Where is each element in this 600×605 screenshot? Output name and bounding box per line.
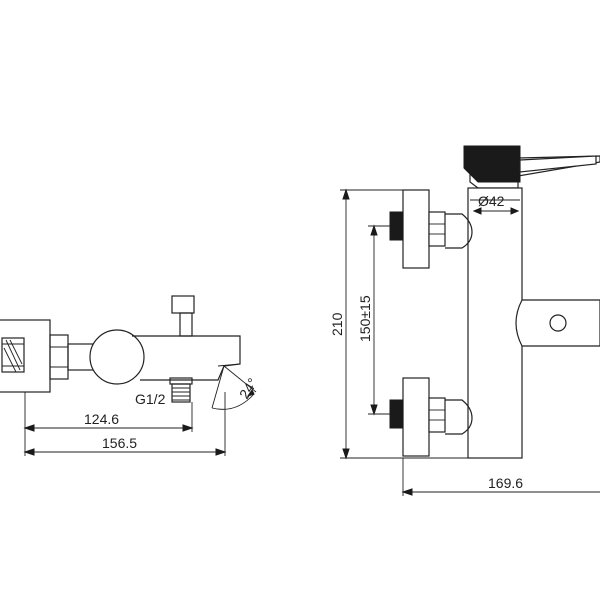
front-lower-inlet bbox=[389, 377, 473, 457]
dim-height-label: 210 bbox=[329, 312, 345, 336]
dim-inlet-centres bbox=[370, 224, 378, 416]
dim-spout-reach bbox=[23, 424, 194, 432]
angle-dimension bbox=[211, 365, 257, 410]
dim-overall-width-label: 169.6 bbox=[488, 475, 523, 491]
side-diverter-stem bbox=[179, 312, 193, 337]
dim-overall-depth bbox=[23, 448, 227, 456]
side-wall-connector bbox=[1, 337, 25, 373]
side-hose-outlet bbox=[169, 377, 193, 403]
dim-spout-reach-label: 124.6 bbox=[84, 411, 119, 427]
front-spout bbox=[515, 299, 600, 347]
thread-size-label: G1/2 bbox=[135, 391, 166, 407]
side-mixer-body bbox=[89, 329, 145, 385]
front-lever-handle bbox=[463, 145, 600, 189]
side-spout bbox=[132, 335, 241, 381]
dim-overall-depth-label: 156.5 bbox=[102, 435, 137, 451]
dim-inlet-centres-label: 150±15 bbox=[357, 295, 373, 342]
front-upper-inlet bbox=[389, 189, 473, 269]
front-body bbox=[467, 187, 523, 459]
dim-height bbox=[342, 188, 350, 460]
dim-body-diameter-label: Ø42 bbox=[478, 193, 505, 209]
side-hex-nut bbox=[49, 334, 69, 380]
side-view: G1/2 24° 124.6 156.5 bbox=[0, 295, 261, 456]
side-diverter-knob bbox=[171, 295, 195, 314]
front-view: Ø42 bbox=[329, 145, 600, 496]
dim-body-diameter bbox=[472, 207, 520, 215]
dim-overall-width bbox=[401, 488, 600, 496]
